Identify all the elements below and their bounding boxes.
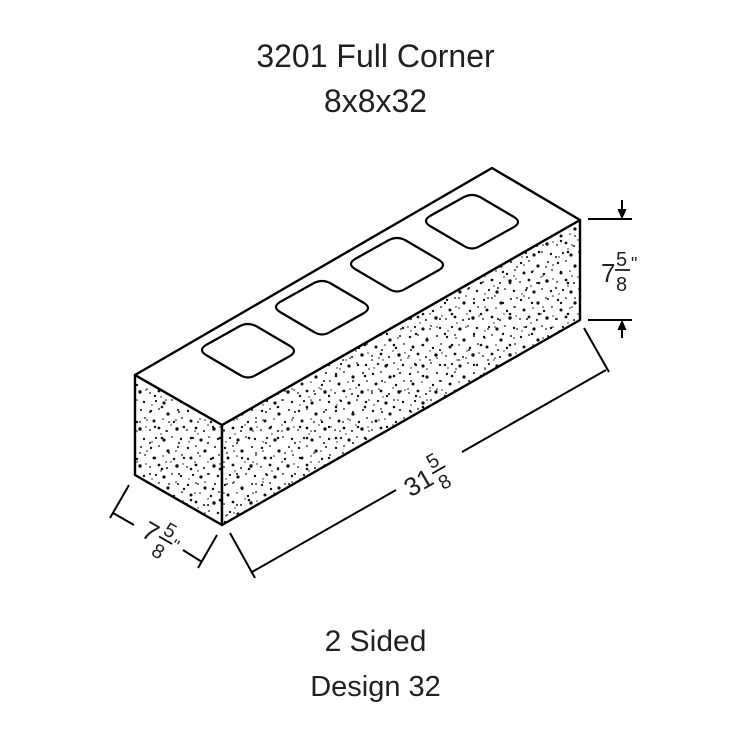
svg-text:": "	[631, 254, 637, 274]
svg-text:7: 7	[601, 258, 615, 288]
width-dimension	[109, 484, 218, 569]
length-label: 31 5 8	[398, 449, 456, 503]
svg-text:8: 8	[616, 274, 627, 296]
height-dimension	[588, 200, 632, 338]
sides-label: 2 Sided	[324, 625, 427, 658]
length-dimension	[229, 327, 610, 579]
svg-text:5: 5	[616, 249, 627, 271]
design-label: Design 32	[310, 671, 441, 703]
product-size: 8x8x32	[323, 83, 428, 119]
core-3	[349, 236, 445, 293]
width-label: 7 5 8 "	[137, 515, 183, 564]
core-2	[274, 279, 370, 336]
svg-text:8: 8	[435, 470, 456, 495]
core-1	[200, 322, 296, 379]
product-title: 3201 Full Corner	[256, 38, 495, 74]
core-4	[424, 193, 520, 250]
height-label: 7 5 8 "	[601, 249, 637, 296]
block-cores	[200, 193, 520, 379]
